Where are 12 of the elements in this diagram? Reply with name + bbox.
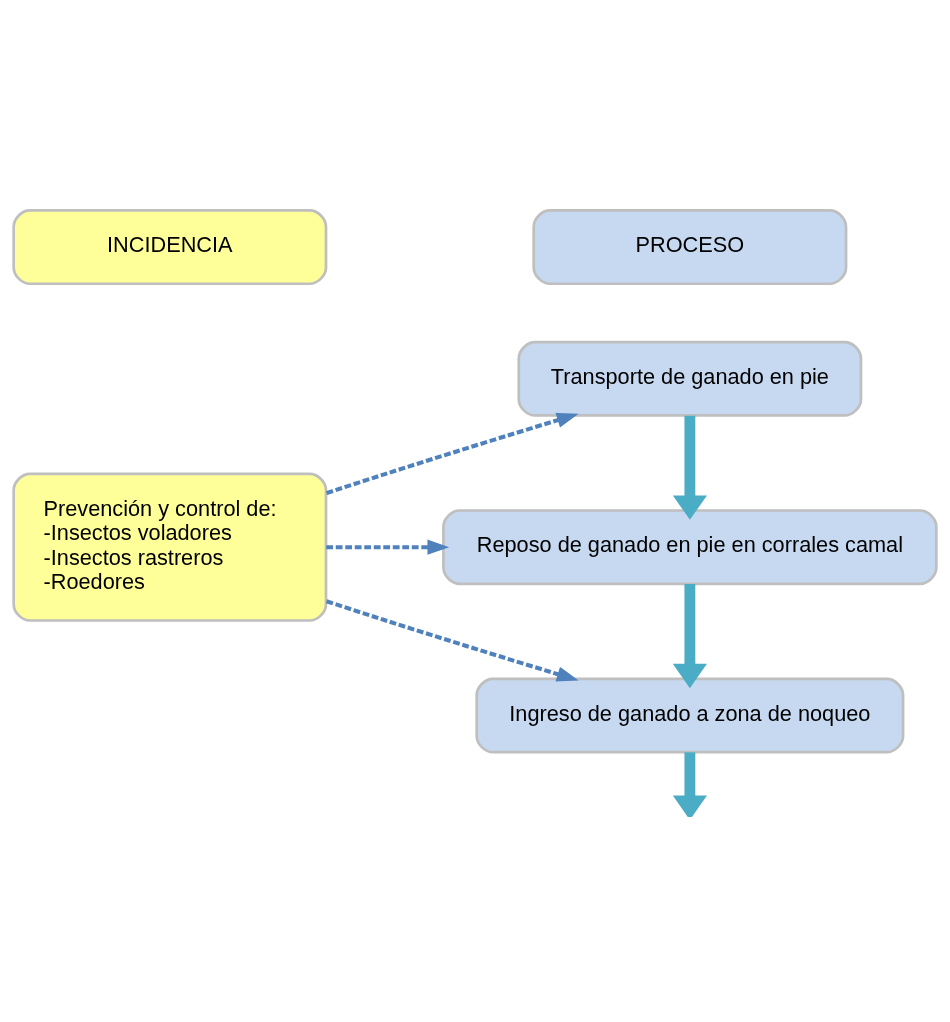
node-box: Prevención y control de: -Insectos voladores -Insectos rastreros -Roedores bbox=[12, 472, 328, 622]
node-box: Ingreso de ganado a zona de noqueo bbox=[475, 677, 905, 754]
arrow bbox=[326, 539, 450, 555]
node-box: Transporte de ganado en pie bbox=[517, 340, 863, 417]
arrow bbox=[672, 584, 707, 689]
arrow bbox=[672, 752, 707, 817]
node-box: INCIDENCIA bbox=[12, 209, 328, 286]
node-box: PROCESO bbox=[532, 209, 848, 286]
arrow bbox=[325, 412, 579, 496]
node-box: Reposo de ganado en pie en corrales camal bbox=[442, 509, 938, 586]
arrow bbox=[672, 415, 707, 520]
arrow bbox=[325, 599, 579, 682]
